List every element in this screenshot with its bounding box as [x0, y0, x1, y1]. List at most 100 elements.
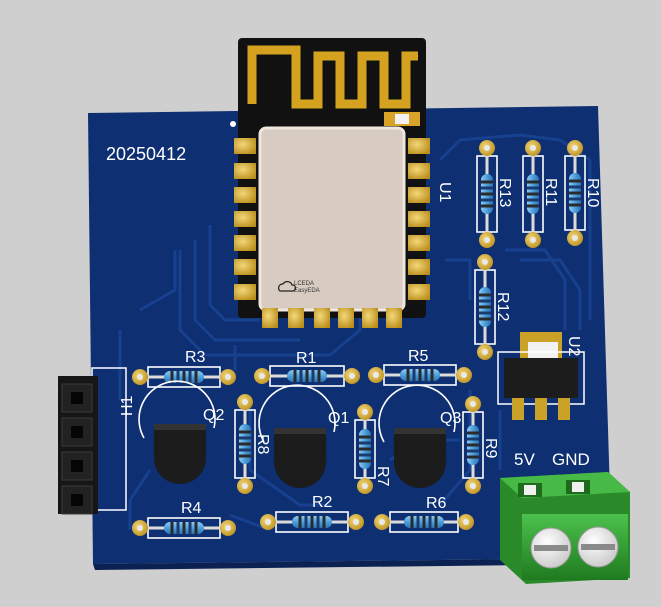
pcb-body [88, 106, 612, 564]
resistor-band [479, 305, 491, 309]
resistor-band [194, 371, 198, 383]
resistor-r4 [132, 517, 236, 539]
transistor-outline [258, 384, 336, 443]
shield-print-line2: EasyEDA [294, 288, 320, 294]
regulator-leg-2 [535, 398, 547, 420]
ref-r1: R1 [296, 350, 317, 367]
module-shield [258, 126, 406, 312]
regulator-body [504, 358, 578, 398]
resistor-pad-hole [379, 519, 385, 525]
resistor-pad-hole [482, 349, 488, 355]
transistor-outline [378, 384, 456, 443]
pin1-marker [230, 121, 236, 127]
ref-q3: Q3 [440, 410, 461, 427]
resistor-band [479, 293, 491, 297]
label-gnd: GND [552, 450, 590, 469]
ref-u1: U1 [436, 182, 453, 203]
resistor-pad-hole [373, 372, 379, 378]
header-pin-hole [71, 392, 83, 404]
resistor-band [176, 522, 180, 534]
resistor-band [316, 516, 320, 528]
resistor-pad-hole [470, 483, 476, 489]
resistor-band [418, 369, 422, 381]
resistor-band [359, 453, 371, 457]
resistor-r11 [522, 140, 544, 248]
ref-r6: R6 [426, 495, 447, 512]
module-pad-bottom [338, 308, 354, 328]
module-led-lens [395, 114, 409, 124]
resistor-band [422, 516, 426, 528]
resistor-r10 [564, 140, 586, 246]
resistor-band [569, 203, 581, 207]
resistor-r8 [234, 394, 256, 494]
resistor-band [188, 522, 192, 534]
resistor-band [467, 455, 479, 459]
resistor-band [194, 522, 198, 534]
ref-r4: R4 [181, 500, 202, 517]
ref-r9: R9 [482, 438, 499, 459]
module-pad-left [234, 284, 256, 300]
resistor-band [359, 435, 371, 439]
resistor-band [434, 516, 438, 528]
resistor-r3 [132, 366, 236, 388]
resistor-pad-hole [225, 374, 231, 380]
cloud-logo-icon [278, 281, 297, 292]
resistor-band [416, 516, 420, 528]
resistor-r13 [476, 140, 498, 248]
resistor-band [188, 371, 192, 383]
ref-r13: R13 [496, 178, 513, 207]
transistor-outline [138, 380, 216, 439]
header-pin-hole [71, 494, 83, 506]
transistor-body [274, 432, 326, 488]
resistor-band [239, 454, 251, 458]
regulator-leg-1 [512, 398, 524, 420]
resistor-pad-hole [242, 399, 248, 405]
resistor-band [412, 369, 416, 381]
transistor-flat [274, 428, 326, 434]
transistor-body [154, 428, 206, 484]
label-5v: 5V [514, 450, 535, 469]
resistor-band [481, 192, 493, 196]
ref-q1: Q1 [328, 410, 349, 427]
resistor-pad-hole [530, 145, 536, 151]
resistor-pad-hole [259, 373, 265, 379]
resistor-band [182, 522, 186, 534]
resistor-band [569, 197, 581, 201]
resistor-band [479, 299, 491, 303]
resistor-band [293, 370, 297, 382]
resistor-band [359, 447, 371, 451]
ref-u2: U2 [565, 336, 582, 357]
ref-r10: R10 [584, 178, 601, 207]
resistor-band [305, 370, 309, 382]
resistor-band [527, 192, 539, 196]
transistor-flat [394, 428, 446, 434]
shield-print-line1: LCEDA [294, 281, 314, 287]
resistor-band [479, 317, 491, 321]
resistor-pad-hole [470, 401, 476, 407]
module-pad-right [408, 187, 430, 203]
resistor-band [467, 437, 479, 441]
resistor-band [359, 441, 371, 445]
module-pad-left [234, 163, 256, 179]
resistor-band [479, 311, 491, 315]
module-pad-right [408, 138, 430, 154]
resistor-r6 [374, 511, 474, 533]
module-pad-right [408, 284, 430, 300]
resistor-band [569, 185, 581, 189]
resistor-pad-hole [225, 525, 231, 531]
resistor-band [467, 431, 479, 435]
resistor-band [298, 516, 302, 528]
resistor-band [481, 186, 493, 190]
module-pad-bottom [362, 308, 378, 328]
resistor-band [406, 369, 410, 381]
resistor-band [359, 459, 371, 463]
module-pad-bottom [386, 308, 402, 328]
resistor-pad-hole [572, 235, 578, 241]
resistor-pad-hole [137, 525, 143, 531]
header-pin-hole [71, 426, 83, 438]
resistor-band [569, 179, 581, 183]
transistor-q2 [138, 380, 216, 484]
ref-q2: Q2 [203, 407, 224, 424]
resistor-r2 [260, 511, 364, 533]
resistor-r7 [354, 404, 376, 494]
